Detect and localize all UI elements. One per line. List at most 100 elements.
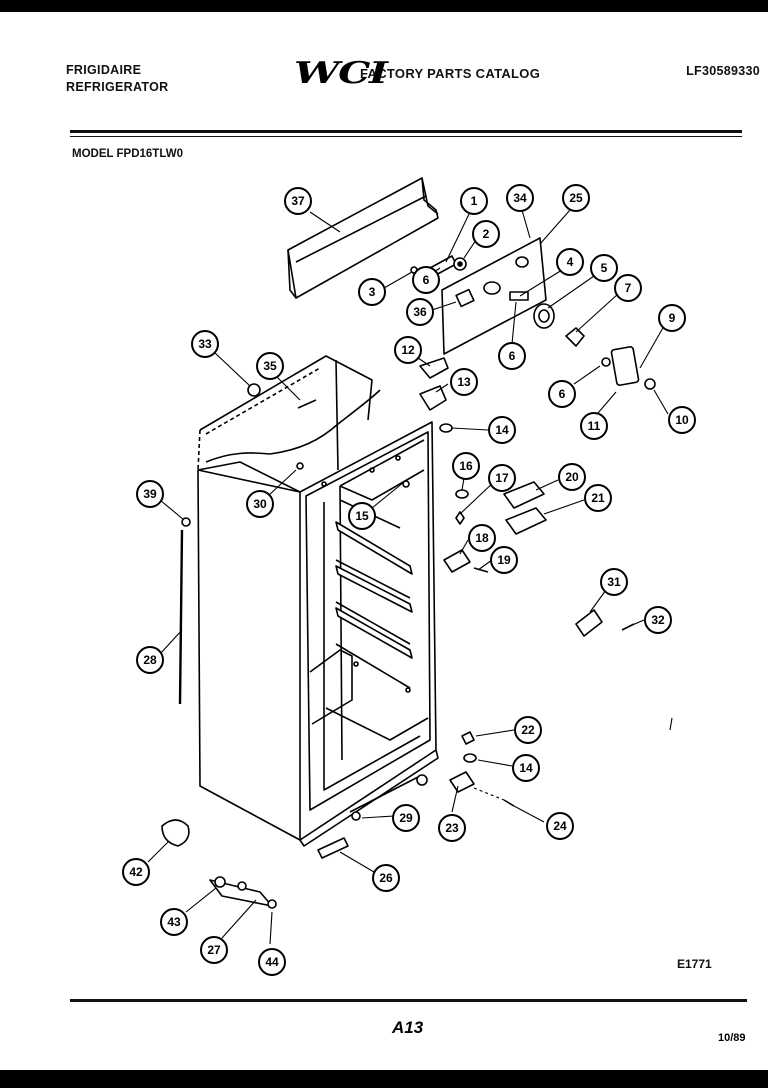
callout: 18 — [468, 524, 496, 552]
callout: 22 — [514, 716, 542, 744]
callout-number: 34 — [513, 191, 527, 205]
drain-tube-part — [178, 529, 184, 705]
callout-number: 31 — [607, 575, 621, 589]
callout-number: 37 — [291, 194, 305, 208]
callout-number: 3 — [369, 285, 376, 299]
callout: 34 — [506, 184, 534, 212]
catalog-sheet: FRIGIDAIRE REFRIGERATOR WCI FACTORY PART… — [0, 12, 768, 1070]
callout: 11 — [580, 412, 608, 440]
header-rule-thin — [70, 136, 742, 137]
callout: 25 — [562, 184, 590, 212]
callout-number: 19 — [497, 553, 511, 567]
callout: 31 — [600, 568, 628, 596]
callout-number: 17 — [495, 471, 509, 485]
callout-number: 22 — [521, 723, 535, 737]
callout-number: 7 — [625, 281, 632, 295]
wci-logo: WCI — [294, 56, 388, 91]
callout: 44 — [258, 948, 286, 976]
catalog-title: FACTORY PARTS CATALOG — [360, 66, 541, 81]
callout: 14 — [512, 754, 540, 782]
callout-number: 44 — [265, 955, 279, 969]
callout: 14 — [488, 416, 516, 444]
callout-number: 6 — [559, 387, 566, 401]
callout: 3 — [358, 278, 386, 306]
callout-number: 2 — [483, 227, 490, 241]
callout: 19 — [490, 546, 518, 574]
brand-name: FRIGIDAIRE — [66, 63, 142, 77]
callout: 26 — [372, 864, 400, 892]
callout: 36 — [406, 298, 434, 326]
callout-number: 27 — [207, 943, 221, 957]
callout-number: 39 — [143, 487, 157, 501]
callout: 16 — [452, 452, 480, 480]
callout-number: 30 — [253, 497, 267, 511]
leader-lines — [147, 209, 673, 945]
top-cover-part — [287, 177, 439, 299]
callout-number: 16 — [459, 459, 473, 473]
callout: 17 — [488, 464, 516, 492]
model-label: MODEL FPD16TLW0 — [72, 148, 183, 160]
revision-date: 10/89 — [718, 1032, 746, 1044]
product-type: REFRIGERATOR — [66, 80, 169, 94]
callout: 12 — [394, 336, 422, 364]
callout: 1 — [460, 187, 488, 215]
header-rule-thick — [70, 130, 742, 133]
callout: 10 — [668, 406, 696, 434]
callout: 33 — [191, 330, 219, 358]
callout-number: 6 — [509, 349, 516, 363]
callout: 27 — [200, 936, 228, 964]
callout: 21 — [584, 484, 612, 512]
callout-number: 28 — [143, 653, 157, 667]
callout: 23 — [438, 814, 466, 842]
callout-number: 26 — [379, 871, 393, 885]
callout-number: 5 — [601, 261, 608, 275]
callout-number: 4 — [567, 255, 574, 269]
callout-number: 12 — [401, 343, 415, 357]
callout-number: 36 — [413, 305, 427, 319]
callout-number: 20 — [565, 470, 579, 484]
callout: 6 — [498, 342, 526, 370]
callout-number: 43 — [167, 915, 181, 929]
callout-number: 25 — [569, 191, 583, 205]
drawing-reference: E1771 — [677, 957, 712, 971]
callout: 7 — [614, 274, 642, 302]
callout: 6 — [412, 266, 440, 294]
callout-number: 10 — [675, 413, 689, 427]
callout: 15 — [348, 502, 376, 530]
callout-number: 13 — [457, 375, 471, 389]
callout-number: 1 — [471, 194, 478, 208]
callout-labels: 37 1 2 34 25 3 6 36 4 5 7 6 9 33 35 12 1… — [122, 184, 696, 976]
callout-number: 32 — [651, 613, 665, 627]
callout-number: 9 — [669, 311, 676, 325]
callout-number: 6 — [423, 273, 430, 287]
callout: 4 — [556, 248, 584, 276]
brand-block: FRIGIDAIRE REFRIGERATOR — [66, 62, 168, 96]
callout-number: 42 — [129, 865, 143, 879]
callout-number: 21 — [591, 491, 605, 505]
callout: 5 — [590, 254, 618, 282]
callout: 29 — [392, 804, 420, 832]
callout: 9 — [658, 304, 686, 332]
cabinet-liner — [197, 355, 439, 847]
small-hardware — [161, 255, 656, 909]
catalog-heading: WCI FACTORY PARTS CATALOG — [294, 56, 540, 91]
callout-number: 33 — [198, 337, 212, 351]
callout: 42 — [122, 858, 150, 886]
callout: 32 — [644, 606, 672, 634]
callout-number: 11 — [588, 419, 601, 433]
callout-number: 14 — [519, 761, 533, 775]
callout: 37 — [284, 187, 312, 215]
callout: 20 — [558, 463, 586, 491]
callout-number: 14 — [495, 423, 509, 437]
callout-number: 15 — [355, 509, 369, 523]
page-number: A13 — [392, 1018, 424, 1037]
callout: 35 — [256, 352, 284, 380]
footer-rule — [70, 999, 747, 1002]
callout-number: 24 — [553, 819, 567, 833]
callout: 6 — [548, 380, 576, 408]
callout: 43 — [160, 908, 188, 936]
callout: 28 — [136, 646, 164, 674]
callout-number: 23 — [445, 821, 459, 835]
callout: 13 — [450, 368, 478, 396]
callout-number: 18 — [475, 531, 489, 545]
